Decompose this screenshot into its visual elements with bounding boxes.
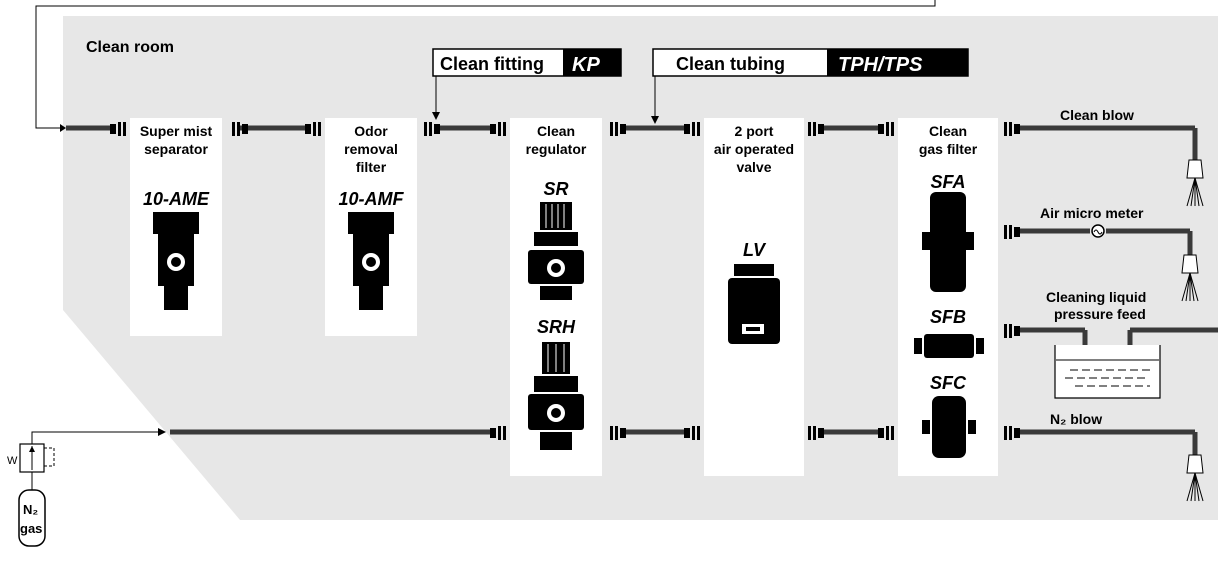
cleaning-liquid-label-2: pressure feed [1054, 306, 1146, 322]
micro-meter-tube [1015, 224, 1193, 255]
gasfilter-model-sfc: SFC [930, 373, 967, 393]
clean-tubing-label: Clean tubing [676, 54, 785, 74]
nozzle-clean-blow [1186, 159, 1204, 207]
return-line [35, 0, 936, 129]
main-tube [66, 125, 1198, 160]
sfb-filter-icon [914, 334, 984, 358]
nozzle-micro-meter [1181, 254, 1199, 302]
sfa-filter-icon [922, 192, 974, 292]
nozzle-n2-blow [1186, 454, 1204, 502]
spring-symbol: W [7, 455, 18, 467]
mist-separator: Super mist separator 10-AME [140, 123, 213, 310]
sfc-filter-icon [922, 396, 976, 458]
odor-title-2: removal [344, 141, 398, 157]
gasfilter-model-sfa: SFA [930, 172, 965, 192]
valve-title-2: air operated [714, 141, 794, 157]
n2-source: W N₂ gas [7, 428, 166, 547]
liquid-tank [1054, 345, 1161, 399]
clean-room-area [63, 16, 1218, 520]
clean-room-label: Clean room [86, 39, 174, 56]
valve-title-1: 2 port [735, 123, 774, 139]
return-arrow [60, 124, 66, 132]
clean-gas-filter: Clean gas filter SFA SFB SFC [914, 123, 984, 458]
gasfilter-title-2: gas filter [919, 141, 978, 157]
mist-model: 10-AME [143, 189, 210, 209]
clean-fitting-callout: Clean fitting KP [432, 48, 622, 120]
n2-gas-label-1: N₂ [23, 502, 38, 517]
gasfilter-model-sfb: SFB [930, 307, 966, 327]
odor-model: 10-AMF [338, 189, 404, 209]
odor-filter: Odor removal filter 10-AMF [338, 123, 405, 310]
n2-tube [170, 429, 1198, 455]
odor-filter-icon [348, 212, 394, 310]
clean-blow-label: Clean blow [1060, 107, 1134, 123]
valve-title-3: valve [736, 159, 771, 175]
mist-title-2: separator [144, 141, 208, 157]
clean-fitting-model: KP [572, 54, 600, 76]
srh-regulator-icon [528, 342, 584, 450]
clean-regulator: Clean regulator SR SRH [526, 123, 587, 450]
mist-separator-icon [153, 212, 199, 310]
mist-title-1: Super mist [140, 123, 213, 139]
air-micro-meter-label: Air micro meter [1040, 205, 1144, 221]
n2-blow-label: N₂ blow [1050, 411, 1102, 427]
regulator-model-sr: SR [543, 179, 568, 199]
cleaning-liquid-label-1: Cleaning liquid [1046, 289, 1146, 305]
n2-gas-label-2: gas [20, 521, 42, 536]
fittings [110, 122, 1020, 440]
odor-title-3: filter [356, 159, 387, 175]
regulator-model-srh: SRH [537, 317, 576, 337]
air-operated-valve: 2 port air operated valve LV [714, 123, 794, 344]
regulator-title-2: regulator [526, 141, 587, 157]
clean-fitting-label: Clean fitting [440, 54, 544, 74]
sr-regulator-icon [528, 202, 584, 300]
lv-valve-icon [728, 264, 780, 344]
odor-title-1: Odor [354, 123, 388, 139]
clean-tubing-callout: Clean tubing TPH/TPS [651, 48, 969, 124]
regulator-title-1: Clean [537, 123, 575, 139]
valve-model: LV [743, 240, 767, 260]
clean-tubing-model: TPH/TPS [838, 54, 923, 76]
gasfilter-title-1: Clean [929, 123, 967, 139]
